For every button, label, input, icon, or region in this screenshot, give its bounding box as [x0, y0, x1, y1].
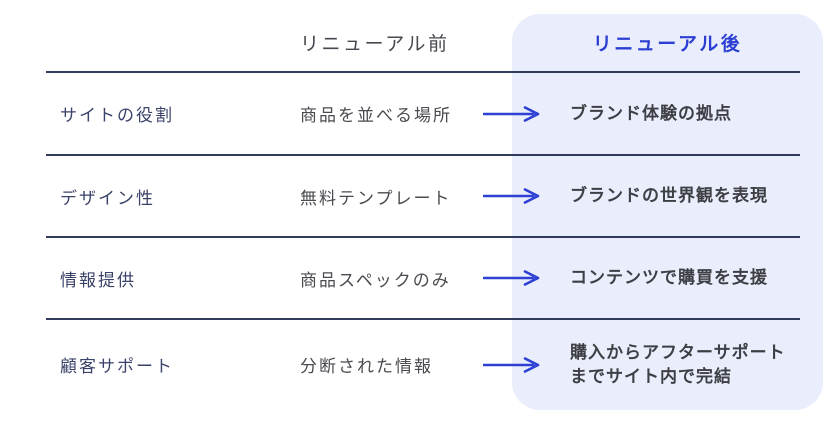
- divider-line: [46, 236, 800, 238]
- before-value: 分断された情報: [300, 357, 433, 376]
- divider-line: [46, 154, 800, 156]
- after-value: ブランド体験の拠点: [570, 103, 732, 123]
- after-column-highlight: [512, 14, 823, 410]
- table-row: デザイン性 無料テンプレート ブランドの世界観を表現: [0, 155, 840, 237]
- after-value: 購入からアフターサポート までサイト内で完結: [570, 342, 786, 386]
- before-value: 商品を並べる場所: [300, 106, 452, 125]
- table-row: サイトの役割 商品を並べる場所 ブランド体験の拠点: [0, 72, 840, 155]
- row-label: 情報提供: [60, 270, 136, 290]
- arrow-right-icon: [483, 188, 540, 204]
- divider-line: [46, 71, 800, 73]
- divider-line: [46, 318, 800, 320]
- before-value: 無料テンプレート: [300, 188, 452, 208]
- arrow-right-icon: [483, 356, 540, 373]
- after-value: ブランドの世界観を表現: [570, 186, 768, 206]
- header-row: リニューアル前 リニューアル後: [0, 0, 840, 72]
- column-header-before: リニューアル前: [300, 34, 450, 55]
- row-label: デザイン性: [60, 188, 155, 208]
- before-value: 商品スペックのみ: [300, 270, 451, 290]
- row-label: サイトの役割: [60, 106, 174, 125]
- arrow-right-icon: [483, 270, 540, 286]
- after-value: コンテンツで購買を支援: [570, 268, 768, 288]
- column-header-after: リニューアル後: [592, 34, 743, 55]
- arrow-right-icon: [483, 105, 540, 122]
- row-label: 顧客サポート: [60, 357, 174, 376]
- table-row: 情報提供 商品スペックのみ コンテンツで購買を支援: [0, 237, 840, 319]
- table-row: 顧客サポート 分断された情報 購入からアフターサポート までサイト内で完結: [0, 319, 840, 410]
